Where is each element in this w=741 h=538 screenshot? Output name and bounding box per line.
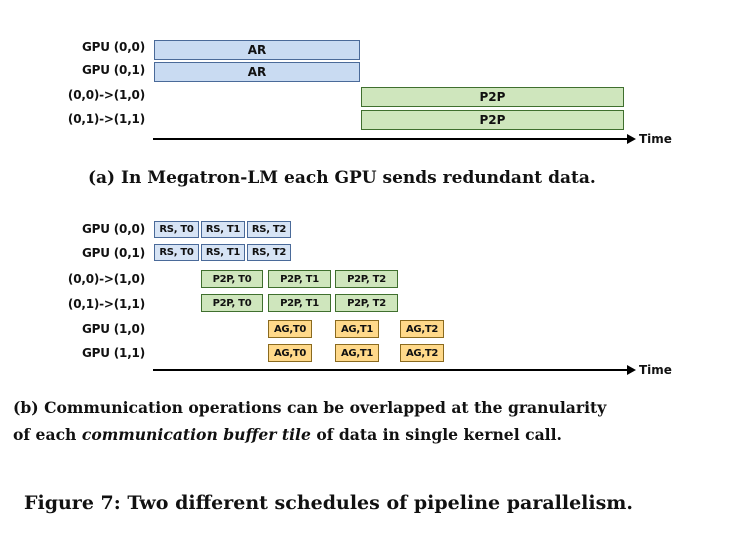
p2p-tile-block: P2P, T0: [201, 270, 263, 288]
ar-block-gpu-00: AR: [154, 40, 360, 60]
row-label-gpu-00: GPU (0,0): [82, 40, 145, 54]
rs-tile-block: RS, T0: [154, 244, 199, 261]
ar-block-gpu-01: AR: [154, 62, 360, 82]
row-label-gpu-01: GPU (0,1): [82, 63, 145, 77]
row-label-link-01-11: (0,1)->(1,1): [67, 112, 145, 126]
ag-tile-block: AG,T2: [400, 320, 444, 338]
time-axis-arrowhead: [627, 134, 636, 144]
p2p-tile-block: P2P, T2: [335, 294, 398, 312]
rs-tile-block: RS, T2: [247, 221, 291, 238]
p2p-block-link-00-10: P2P: [361, 87, 624, 107]
row-label-gpu-11: GPU (1,1): [82, 346, 145, 360]
rs-tile-block: RS, T1: [201, 244, 245, 261]
p2p-tile-block: P2P, T1: [268, 270, 331, 288]
time-axis-arrowhead: [627, 365, 636, 375]
time-axis-line: [153, 369, 628, 371]
p2p-tile-block: P2P, T1: [268, 294, 331, 312]
rs-tile-block: RS, T1: [201, 221, 245, 238]
ag-tile-block: AG,T1: [335, 344, 379, 362]
p2p-tile-block: P2P, T0: [201, 294, 263, 312]
ag-tile-block: AG,T2: [400, 344, 444, 362]
panel-b-caption-line-2: of each communication buffer tile of dat…: [13, 425, 562, 444]
rs-tile-block: RS, T2: [247, 244, 291, 261]
figure-caption: Figure 7: Two different schedules of pip…: [24, 492, 634, 514]
row-label-gpu-10: GPU (1,0): [82, 322, 145, 336]
caption-text: of data in single kernel call.: [310, 425, 562, 444]
row-label-gpu-01: GPU (0,1): [82, 246, 145, 260]
time-axis-label: Time: [639, 132, 672, 146]
panel-b-caption-line-1: (b) Communication operations can be over…: [13, 398, 607, 417]
time-axis-label: Time: [639, 363, 672, 377]
row-label-link-00-10: (0,0)->(1,0): [67, 88, 145, 102]
p2p-block-link-01-11: P2P: [361, 110, 624, 130]
p2p-tile-block: P2P, T2: [335, 270, 398, 288]
rs-tile-block: RS, T0: [154, 221, 199, 238]
row-label-gpu-00: GPU (0,0): [82, 222, 145, 236]
caption-italic-text: communication buffer tile: [81, 425, 311, 444]
time-axis-line: [153, 138, 628, 140]
ag-tile-block: AG,T1: [335, 320, 379, 338]
ag-tile-block: AG,T0: [268, 344, 312, 362]
panel-a-caption: (a) In Megatron-LM each GPU sends redund…: [88, 168, 596, 188]
row-label-link-01-11: (0,1)->(1,1): [67, 297, 145, 311]
row-label-link-00-10: (0,0)->(1,0): [67, 272, 145, 286]
ag-tile-block: AG,T0: [268, 320, 312, 338]
caption-text: of each: [13, 425, 82, 444]
